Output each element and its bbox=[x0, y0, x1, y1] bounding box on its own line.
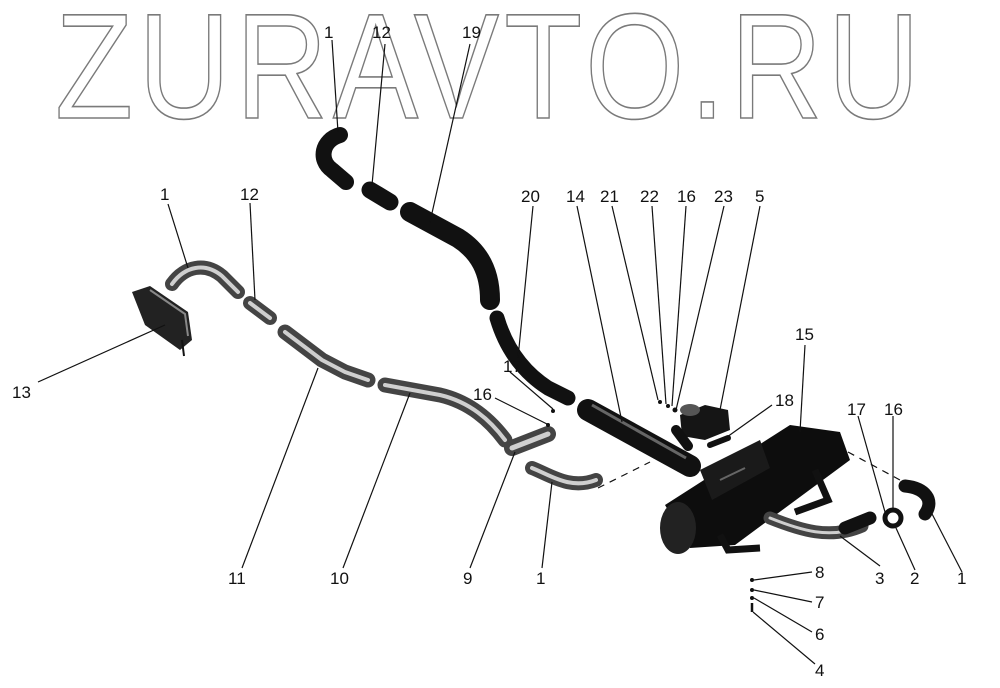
assembly-line bbox=[847, 451, 901, 481]
label-16c: 16 bbox=[884, 400, 903, 419]
label-5: 5 bbox=[755, 187, 764, 206]
label-16a: 16 bbox=[677, 187, 696, 206]
label-1-middle: 1 bbox=[536, 569, 545, 588]
label-left-12: 12 bbox=[240, 185, 259, 204]
label-left-1: 1 bbox=[160, 185, 169, 204]
label-6: 6 bbox=[815, 625, 824, 644]
lower-pipe-group bbox=[132, 260, 603, 491]
heater-assembly bbox=[546, 399, 936, 612]
label-4: 4 bbox=[815, 661, 824, 680]
label-9: 9 bbox=[463, 569, 472, 588]
label-top-1: 1 bbox=[324, 23, 333, 42]
label-17a: 17 bbox=[503, 357, 522, 376]
label-21: 21 bbox=[600, 187, 619, 206]
label-8: 8 bbox=[815, 563, 824, 582]
label-3: 3 bbox=[875, 569, 884, 588]
label-18: 18 bbox=[775, 391, 794, 410]
upper-hose-group bbox=[315, 127, 576, 406]
leader-lines bbox=[37, 39, 963, 665]
label-2: 2 bbox=[910, 569, 919, 588]
label-15: 15 bbox=[795, 325, 814, 344]
label-top-19: 19 bbox=[462, 23, 481, 42]
label-top-12: 12 bbox=[372, 23, 391, 42]
label-16b: 16 bbox=[473, 385, 492, 404]
label-17b: 17 bbox=[847, 400, 866, 419]
label-23: 23 bbox=[714, 187, 733, 206]
label-22: 22 bbox=[640, 187, 659, 206]
label-13: 13 bbox=[12, 383, 31, 402]
label-10: 10 bbox=[330, 569, 349, 588]
label-7: 7 bbox=[815, 593, 824, 612]
label-11: 11 bbox=[228, 569, 246, 588]
label-1-right: 1 bbox=[957, 569, 966, 588]
assembly-line bbox=[597, 461, 651, 489]
label-20: 20 bbox=[521, 187, 540, 206]
label-14: 14 bbox=[566, 187, 585, 206]
watermark-text: ZURAVTO.RU bbox=[55, 0, 925, 150]
part-labels: 1 12 19 1 12 13 20 14 21 22 16 23 5 15 1… bbox=[12, 23, 966, 680]
